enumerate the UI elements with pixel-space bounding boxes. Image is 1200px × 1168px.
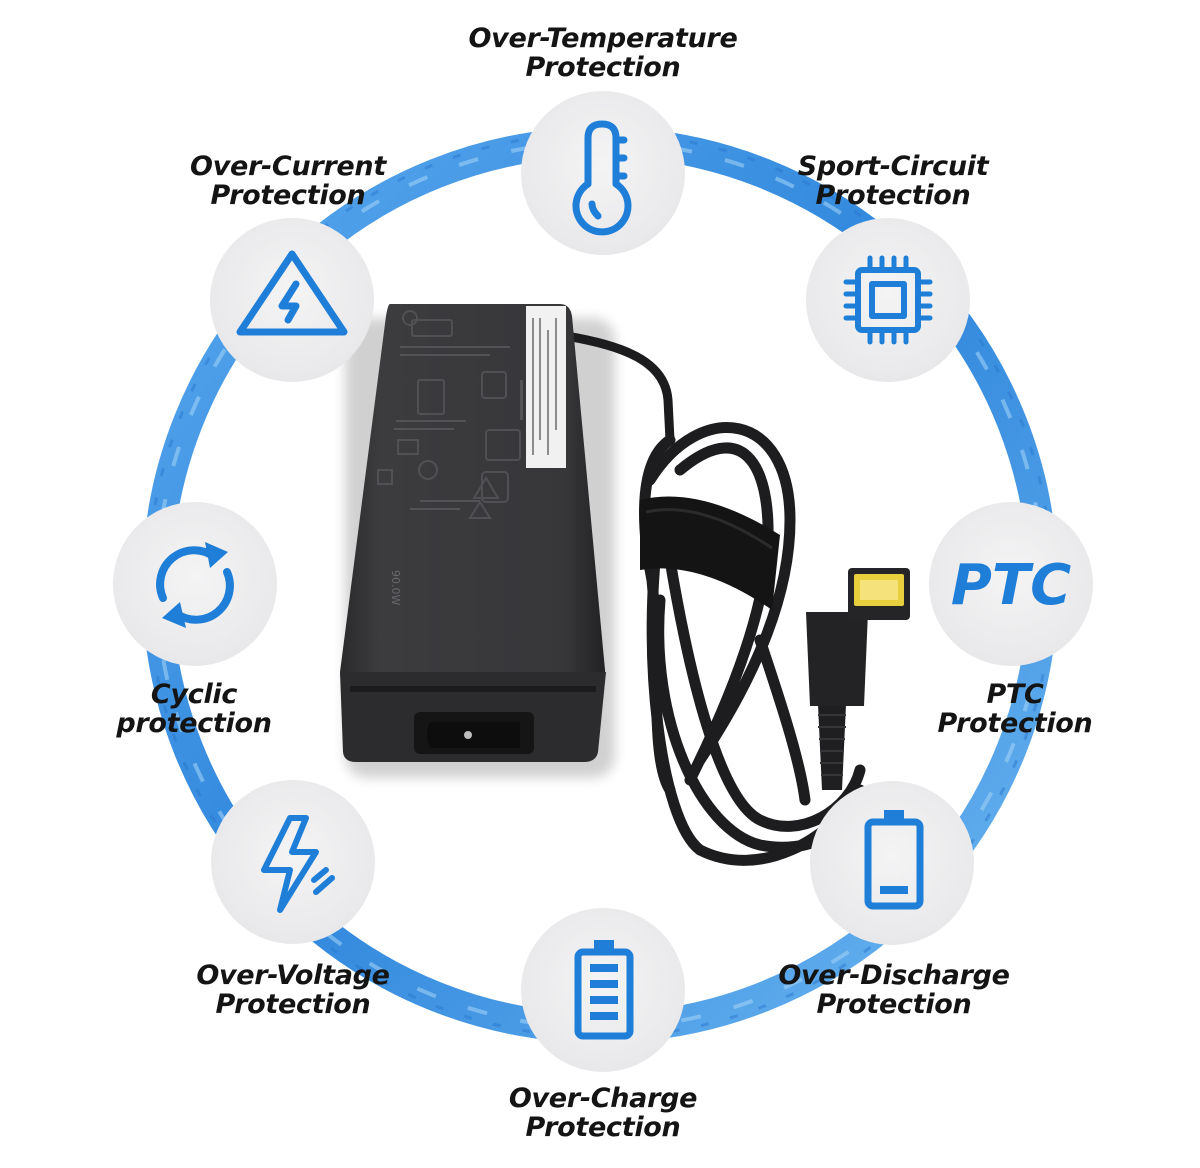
power-adapter-image: 90.0W — [340, 304, 910, 866]
battery-low-icon — [864, 810, 924, 910]
thermometer-icon — [572, 120, 632, 236]
label-line1: Over-Current — [190, 151, 386, 182]
circle-over-charge — [521, 908, 685, 1072]
chip-icon — [843, 255, 933, 345]
label-short-circuit: Sport-Circuit Protection — [733, 152, 1053, 210]
circle-ptc: PTC — [929, 502, 1093, 666]
label-line2: Protection — [525, 52, 681, 83]
adapter-rating-text: 90.0W — [389, 570, 402, 605]
warning-lightning-icon — [236, 250, 348, 336]
label-line2: Protection — [816, 989, 972, 1020]
label-line2: Protection — [937, 708, 1093, 739]
label-over-discharge: Over-Discharge Protection — [734, 961, 1054, 1019]
label-line1: Over-Charge — [508, 1083, 698, 1114]
circle-cyclic — [113, 502, 277, 666]
label-line1: Over-Temperature — [468, 23, 738, 54]
label-over-voltage: Over-Voltage Protection — [133, 961, 453, 1019]
label-line1: Over-Discharge — [778, 960, 1010, 991]
circle-over-current — [210, 218, 374, 382]
label-line2: Protection — [210, 180, 366, 211]
label-over-temperature: Over-Temperature Protection — [443, 24, 763, 82]
ptc-text-icon: PTC — [951, 553, 1071, 618]
label-ptc: PTC Protection — [855, 680, 1175, 738]
battery-full-icon — [574, 940, 634, 1040]
lightning-bolt-icon — [261, 815, 335, 913]
label-line1: PTC — [986, 679, 1044, 710]
label-over-current: Over-Current Protection — [128, 152, 448, 210]
cycle-arrows-icon — [156, 546, 234, 624]
label-over-charge: Over-Charge Protection — [443, 1084, 763, 1142]
label-line1: Over-Voltage — [196, 960, 390, 991]
label-line2: protection — [116, 708, 272, 739]
circle-over-voltage — [211, 780, 375, 944]
circle-over-discharge — [810, 781, 974, 945]
label-cyclic: Cyclic protection — [34, 680, 354, 738]
feature-circles: PTC — [113, 91, 1093, 1072]
label-line1: Cyclic — [150, 679, 238, 710]
label-line2: Protection — [215, 989, 371, 1020]
circle-over-temperature — [521, 91, 685, 255]
label-line2: Protection — [815, 180, 971, 211]
cable-connector — [806, 568, 910, 790]
circle-short-circuit — [806, 218, 970, 382]
label-line1: Sport-Circuit — [797, 151, 989, 182]
label-line2: Protection — [525, 1112, 681, 1143]
